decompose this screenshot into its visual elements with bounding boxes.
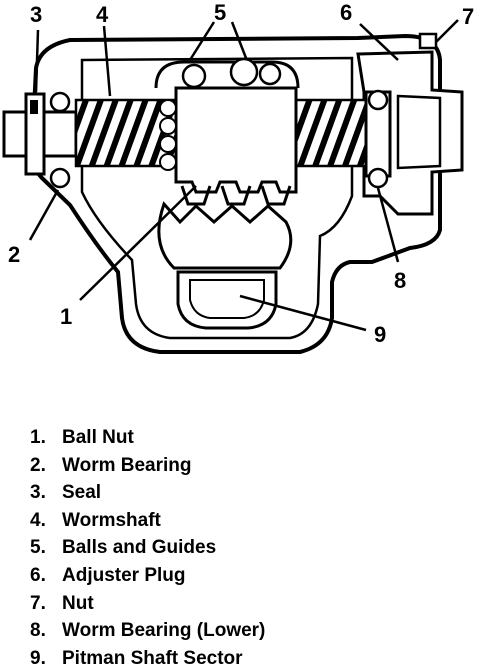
legend-item: 1. Ball Nut — [30, 424, 265, 452]
callout-4: 4 — [96, 2, 109, 27]
pitman-shaft — [176, 270, 278, 330]
adjuster-plug-bore — [396, 94, 442, 170]
legend-number: 4. — [30, 509, 46, 531]
legend-item: 3. Seal — [30, 479, 265, 507]
seal-lip — [30, 100, 38, 114]
leader-lines — [28, 19, 459, 332]
callout-7: 7 — [462, 4, 474, 29]
parts-legend: 1. Ball Nut 2. Worm Bearing 3. Seal 4. Worms… — [30, 424, 265, 672]
legend-label: Wormshaft — [62, 509, 161, 531]
recirc-ball — [159, 135, 177, 153]
lower-bearing-ball — [367, 167, 389, 189]
legend-number: 7. — [30, 592, 46, 614]
legend-label: Balls and Guides — [62, 537, 217, 559]
ball-guide — [154, 60, 300, 89]
leader-4 — [102, 25, 112, 97]
guide-ball — [258, 62, 282, 86]
lower-bearing-ball — [367, 89, 389, 111]
recirc-ball — [159, 117, 177, 135]
legend-label: Worm Bearing — [62, 454, 192, 476]
leader-9 — [239, 294, 367, 332]
legend-number: 9. — [30, 647, 46, 669]
pitman-shaft-sector — [157, 201, 293, 270]
legend-item: 5. Balls and Guides — [30, 534, 265, 562]
ball-nut — [174, 86, 298, 194]
legend-number: 2. — [30, 454, 46, 476]
leader-8 — [376, 187, 400, 263]
legend-number: 5. — [30, 537, 46, 559]
steering-gear-diagram: 1 2 3 4 5 6 7 8 9 — [2, 0, 474, 354]
leader-5a — [188, 21, 216, 61]
leader-5b — [230, 21, 248, 59]
leader-7 — [435, 19, 459, 43]
legend-item: 9. Pitman Shaft Sector — [30, 645, 265, 672]
guide-ball — [181, 63, 207, 89]
pitman-shaft-inner — [189, 279, 265, 319]
legend-label: Adjuster Plug — [62, 564, 186, 586]
leader-2 — [28, 189, 60, 241]
legend-number: 3. — [30, 482, 46, 504]
legend-label: Ball Nut — [62, 427, 134, 448]
callout-1: 1 — [60, 304, 72, 329]
legend-label: Nut — [62, 592, 94, 614]
legend-item: 8. Worm Bearing (Lower) — [30, 617, 265, 645]
legend-label: Worm Bearing (Lower) — [62, 620, 266, 642]
guide-ball — [229, 57, 259, 87]
locknut — [418, 32, 438, 50]
recirc-ball — [159, 99, 177, 117]
leader-1 — [79, 185, 197, 301]
worm-bearing-ball — [49, 167, 71, 189]
callout-6: 6 — [340, 0, 352, 25]
legend-label: Seal — [62, 482, 102, 504]
wormshaft-thread-right — [292, 98, 372, 168]
callout-2: 2 — [8, 242, 20, 267]
legend-item: 4. Wormshaft — [30, 507, 265, 535]
housing-inner-wall — [80, 56, 354, 340]
recirc-ball — [159, 153, 177, 171]
legend-label: Pitman Shaft Sector — [62, 647, 243, 669]
leader-6 — [359, 23, 399, 61]
callout-9: 9 — [374, 322, 386, 347]
leader-3 — [34, 29, 40, 93]
legend-item: 2. Worm Bearing — [30, 452, 265, 480]
legend-number: 6. — [30, 564, 46, 586]
legend-number: 8. — [30, 620, 46, 642]
legend-item: 6. Adjuster Plug — [30, 562, 265, 590]
callout-3: 3 — [30, 2, 42, 27]
legend-number: 1. — [30, 427, 46, 448]
callout-5: 5 — [214, 0, 226, 25]
callout-8: 8 — [394, 268, 406, 293]
legend-item: 7. Nut — [30, 590, 265, 618]
worm-bearing-ball — [49, 91, 71, 113]
